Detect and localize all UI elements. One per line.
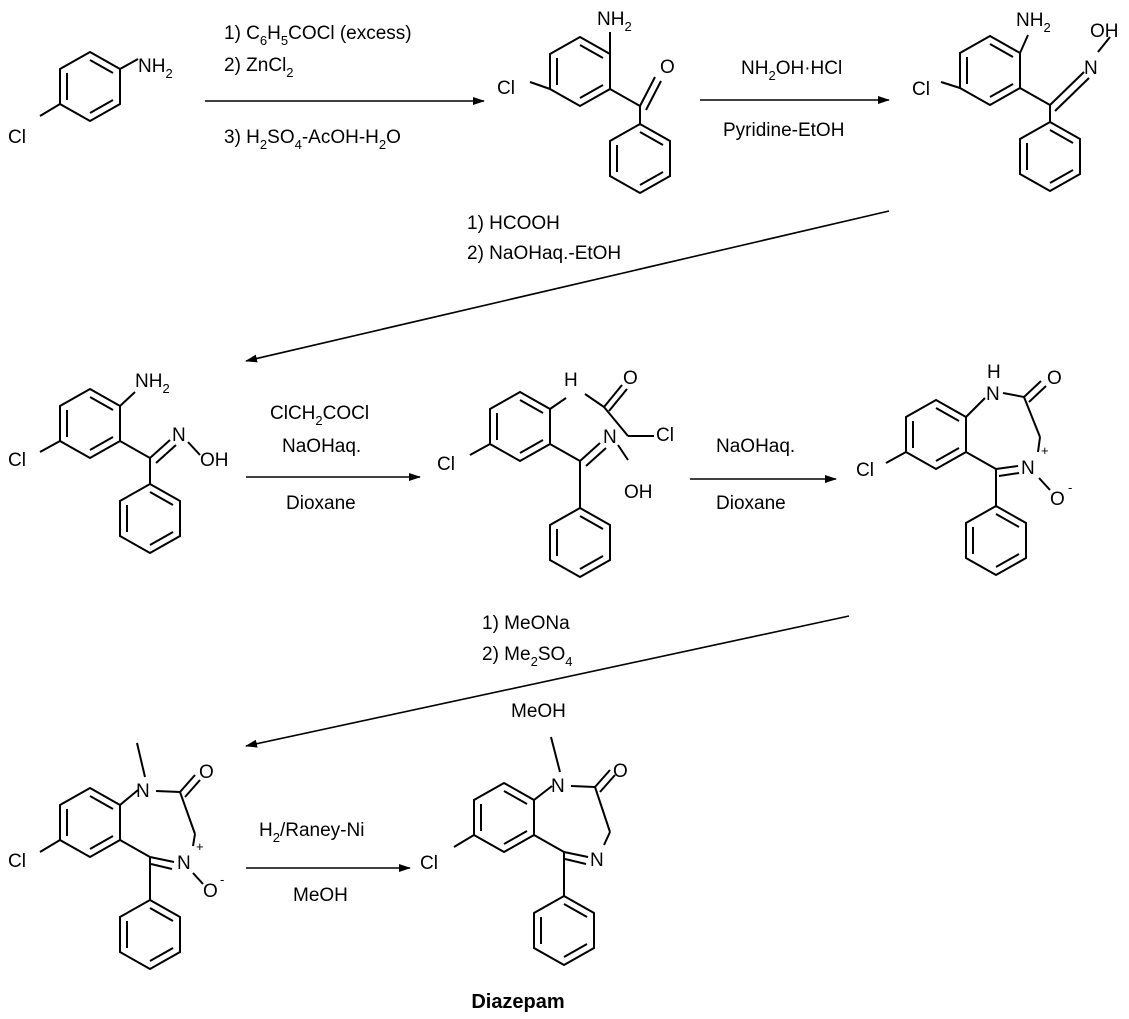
reagent-step4-line2: NaOHaq. [282,436,361,457]
carbonyl-oxygen-label: O [660,57,675,78]
reagents-step-4: ClCH2COCl NaOHaq. Dioxane [270,403,369,514]
phenyl-ring [1019,120,1081,193]
fused-benzo-ring [59,786,121,859]
reagents-step-7: H2/Raney-Ni MeOH [259,820,364,906]
phenyl-ring [549,506,611,579]
phenyl-ring [965,504,1027,577]
oxime-hydroxyl-label: OH [200,450,229,471]
chlorophenyl-ring [549,35,611,108]
phenyl-ring [119,898,181,971]
phenyl-ring [533,894,595,967]
reagents-step-1: 1) C6H5COCl (excess) 2) ZnCl2 3) H2SO4-A… [224,23,412,152]
reagent-step1-line1: 1) C6H5COCl (excess) [224,23,412,48]
chloro-label: Cl [420,853,438,874]
molecule-n-methyl-benzodiazepinone-n-oxide: Cl N O N + O - [8,742,224,971]
n-oxide-nitrogen-label: N [177,853,191,874]
molecule-chloroacetamide-oxime: H O Cl Cl N OH [437,368,674,579]
molecule-benzodiazepinone-n-oxide: Cl H N O N + O - [856,362,1072,577]
n-oxide-oxygen-label: O [1050,489,1065,510]
reagent-step6-line1: 1) MeONa [482,613,570,634]
chloro-label: Cl [437,454,455,475]
chloro-label: Cl [8,851,26,872]
reagent-step7-top: H2/Raney-Ni [259,820,364,845]
molecule-2-amino-5-chlorobenzophenone: NH2 Cl O [497,9,675,195]
amide-nh-label: H [987,362,1001,383]
chlorophenyl-ring [489,390,551,463]
reagents-step-3: 1) HCOOH 2) NaOHaq.-EtOH [467,213,621,264]
chlorophenyl-ring [959,34,1021,107]
reagent-step3-line2: 2) NaOHaq.-EtOH [467,243,621,264]
positive-charge: + [1041,443,1049,458]
arrow-step-6 [245,615,850,748]
oxime-nitrogen-label: N [603,427,617,448]
amide-nitrogen-label: N [986,384,1000,405]
reagent-step6-bottom: MeOH [511,701,566,722]
product-name-label: Diazepam [471,991,564,1013]
amide-nh-label: H [564,370,578,391]
carbonyl-oxygen-label: O [199,762,214,783]
negative-charge: - [1068,480,1072,495]
molecule-diazepam: Cl N O N Diazepam [420,736,628,1013]
fused-benzo-ring [473,781,535,854]
reagents-step-5: NaOHaq. Dioxane [716,436,795,514]
fused-benzo-ring [905,398,967,471]
reagent-step5-top: NaOHaq. [716,436,795,457]
reagent-step2-top: NH2OH·HCl [741,58,842,83]
carbonyl-oxygen-label: O [1047,368,1062,389]
reagent-step6-line2: 2) Me2SO4 [482,644,573,669]
oxime-hydroxyl-label: OH [624,482,653,503]
n-methyl-nitrogen-label: N [136,781,150,802]
chloro-label: Cl [497,78,515,99]
chloro-label: Cl [856,460,874,481]
arrow-step-3 [245,210,890,363]
amine-label: NH2 [135,371,170,396]
phenyl-ring [609,122,671,195]
positive-charge: + [196,839,204,854]
reagent-step4-line1: ClCH2COCl [270,403,369,428]
oxime-hydroxyl-label: OH [1090,21,1119,42]
reagent-step3-line1: 1) HCOOH [467,213,560,234]
molecule-4-chloroaniline: NH2 Cl [8,50,173,148]
reagents-step-6: 1) MeONa 2) Me2SO4 MeOH [482,613,573,722]
amine-label: NH2 [1016,10,1051,35]
molecule-aminobenzophenone-oxime: NH2 Cl N OH [8,371,229,555]
reagent-step5-bottom: Dioxane [716,493,786,514]
chloromethyl-label: Cl [656,425,674,446]
n-oxide-oxygen-label: O [203,881,218,902]
chloro-label: Cl [912,79,930,100]
chloro-label: Cl [8,127,26,148]
imine-nitrogen-label: N [590,850,604,871]
reagent-step1-line2: 2) ZnCl2 [224,55,294,80]
amine-label: NH2 [138,56,173,81]
reagent-step1-line3: 3) H2SO4-AcOH-H2O [224,127,401,152]
reagents-step-2: NH2OH·HCl Pyridine-EtOH [723,58,844,141]
oxime-nitrogen-label: N [1084,58,1098,79]
chlorophenyl-ring [59,387,121,460]
oxime-nitrogen-label: N [172,425,186,446]
carbonyl-oxygen-label: O [613,761,628,782]
benzene-ring [59,50,121,123]
negative-charge: - [220,872,224,887]
reagent-step4-bottom: Dioxane [286,493,356,514]
reagent-step7-bottom: MeOH [293,885,348,906]
n-oxide-nitrogen-label: N [1021,458,1035,479]
chloro-label: Cl [8,450,26,471]
amine-label: NH2 [597,9,632,34]
n-methyl-nitrogen-label: N [551,776,565,797]
molecule-benzophenone-oxime: NH2 Cl N OH [912,10,1119,193]
reagent-step2-bottom: Pyridine-EtOH [723,120,844,141]
phenyl-ring [119,482,181,555]
carbonyl-oxygen-label: O [623,368,638,389]
